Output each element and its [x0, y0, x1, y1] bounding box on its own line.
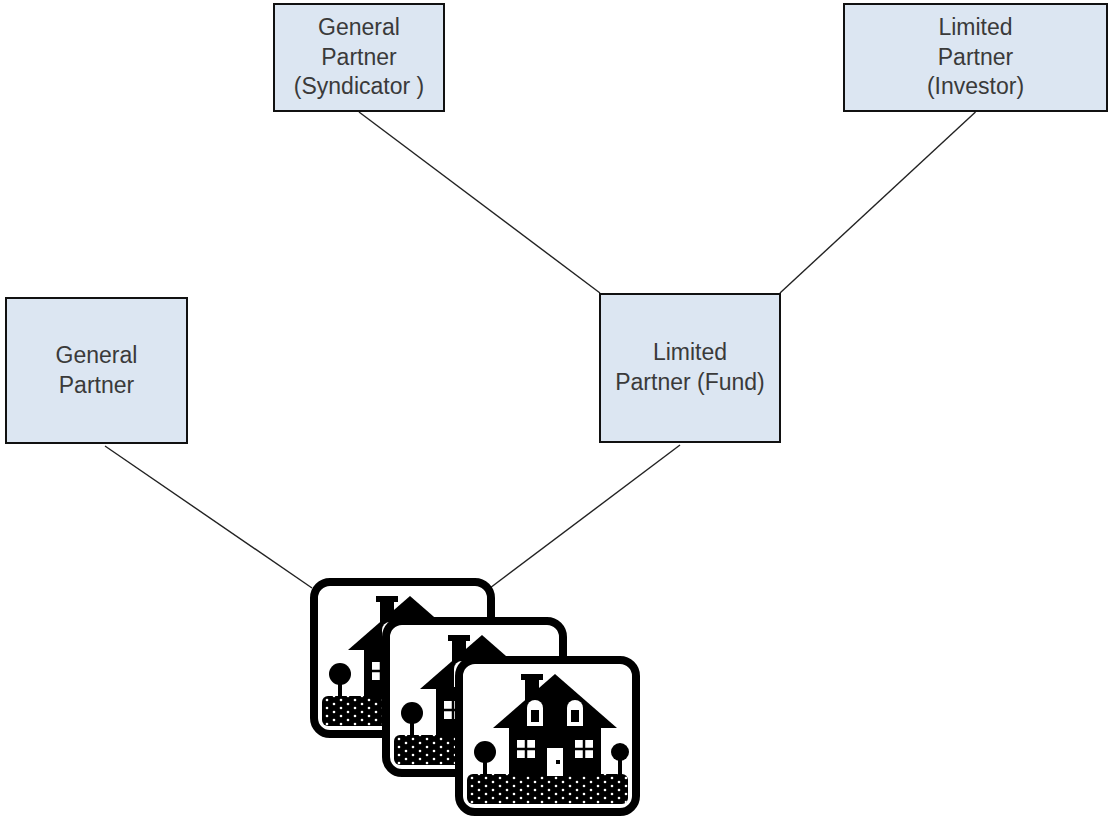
partner-box: General Partner (Syndicator )	[273, 3, 445, 112]
box-label: General Partner	[22, 341, 172, 401]
box-label: Limited Partner (Investor)	[901, 13, 1051, 103]
leader-line	[105, 446, 312, 588]
box-label: Limited Partner (Fund)	[615, 338, 765, 398]
leader-line	[490, 445, 680, 588]
connector-line	[780, 112, 976, 293]
partner-box: General Partner	[5, 297, 188, 444]
box-label: General Partner (Syndicator )	[284, 13, 434, 103]
house-icon	[459, 660, 636, 812]
partner-box: Limited Partner (Fund)	[599, 293, 781, 443]
connector-line	[359, 112, 600, 293]
partner-box: Limited Partner (Investor)	[843, 3, 1108, 112]
